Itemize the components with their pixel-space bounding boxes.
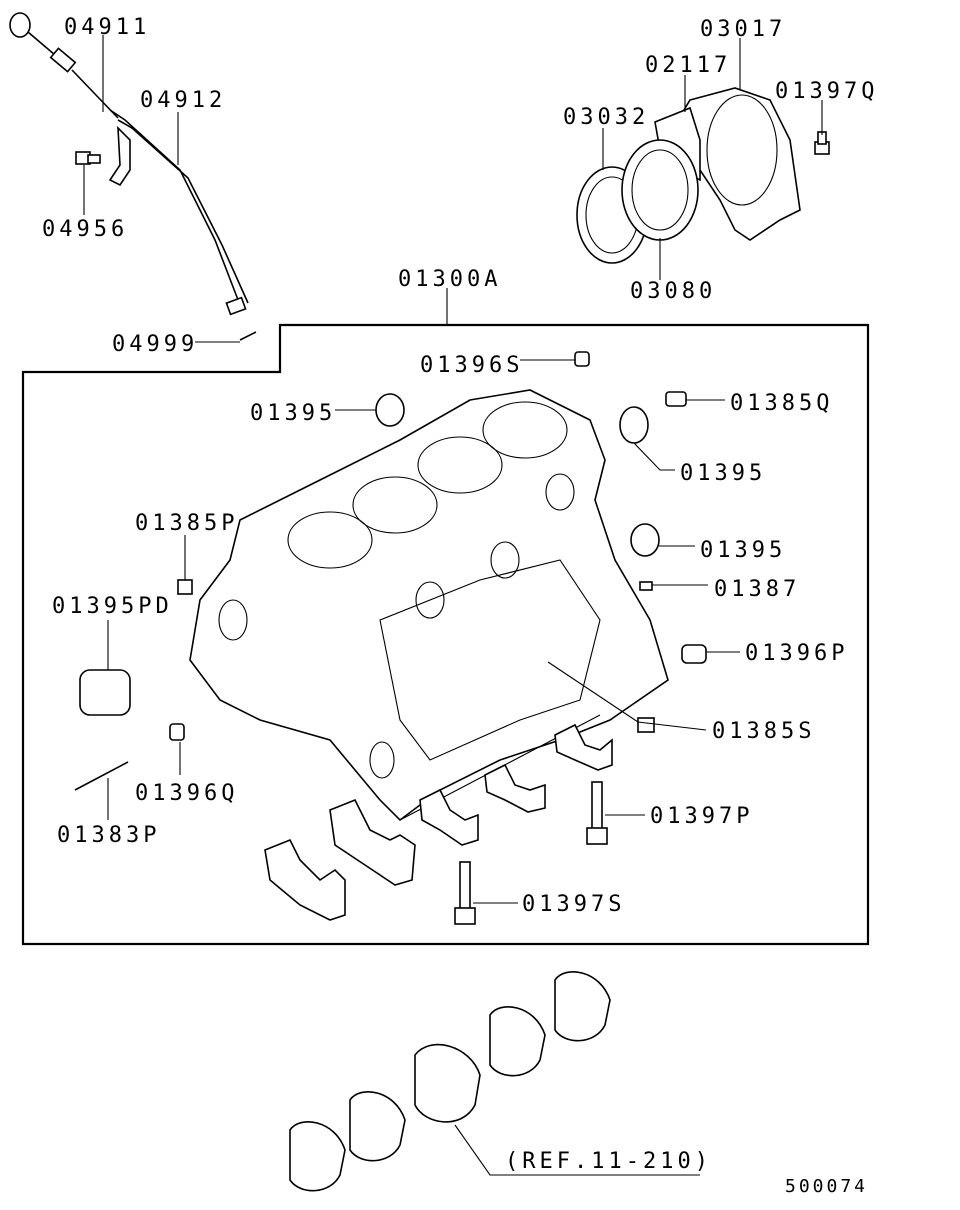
plug-01385S [637, 717, 655, 733]
label-01397Q: 01397Q [775, 79, 878, 104]
plug-01385P [177, 579, 193, 595]
label-02117: 02117 [645, 53, 731, 78]
plug-01395-mid [630, 523, 660, 557]
bearing-cap [484, 763, 546, 813]
label-01385S: 01385S [712, 719, 815, 744]
assembly-frame [21, 323, 870, 946]
plug-01385Q [665, 391, 687, 407]
bearing-cap [419, 788, 479, 846]
label-03017: 03017 [700, 17, 786, 42]
figure-id: 500074 [785, 1176, 868, 1197]
plug-01396S [574, 351, 590, 367]
label-04911: 04911 [64, 15, 150, 40]
label-01396Q: 01396Q [135, 781, 238, 806]
bolt-01397P [586, 781, 608, 845]
bearing-shells [289, 971, 611, 1192]
leader-lines [83, 35, 823, 1176]
label-01397P: 01397P [650, 804, 753, 829]
plug-01396P [681, 644, 707, 664]
label-03080: 03080 [630, 279, 716, 304]
label-01395-mid: 01395 [700, 538, 786, 563]
bearing-cap [329, 798, 416, 886]
bolt-01397Q [814, 131, 830, 155]
label-01387: 01387 [714, 577, 800, 602]
plug-01395-top [375, 393, 405, 427]
label-04956: 04956 [42, 217, 128, 242]
label-01395-right: 01395 [680, 461, 766, 486]
label-01397S: 01397S [522, 892, 625, 917]
label-01395-top: 01395 [250, 401, 336, 426]
stud-01383P [74, 761, 129, 791]
retainer-03080 [621, 139, 699, 241]
label-01396S: 01396S [420, 353, 523, 378]
label-ref: (REF.11-210) [505, 1149, 712, 1174]
bolt-04956 [75, 151, 101, 165]
plug-01395-right [619, 406, 649, 444]
label-01385Q: 01385Q [730, 391, 833, 416]
bearing-cap [264, 838, 346, 921]
bearing-cap [554, 723, 613, 771]
bushing-01395PD [79, 669, 131, 716]
pin-01387 [639, 581, 653, 591]
label-01385P: 01385P [135, 511, 238, 536]
label-01396P: 01396P [745, 641, 848, 666]
dipstick-assembly [9, 12, 249, 316]
label-04999: 04999 [112, 332, 198, 357]
label-01300A: 01300A [398, 267, 501, 292]
pin-04999 [239, 331, 257, 341]
label-01395PD: 01395PD [52, 594, 173, 619]
plug-01396Q [169, 723, 185, 741]
label-01383P: 01383P [57, 823, 160, 848]
label-04912: 04912 [140, 88, 226, 113]
label-03032: 03032 [563, 105, 649, 130]
bolt-01397S [454, 861, 476, 925]
